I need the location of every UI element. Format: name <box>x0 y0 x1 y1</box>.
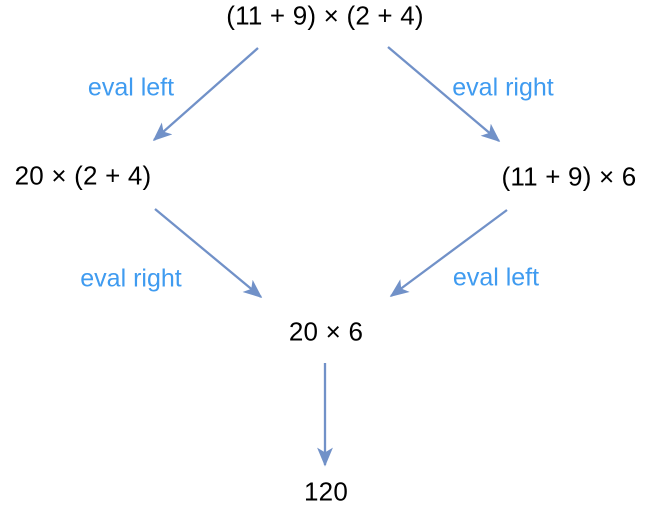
edge-label-eval-right-mid: eval right <box>80 264 182 293</box>
node-middle-expression: 20 × 6 <box>288 316 364 347</box>
arrow-right-to-middle <box>389 209 508 297</box>
edge-label-eval-left-mid: eval left <box>452 263 540 292</box>
arrow-left-to-middle <box>154 208 263 299</box>
edge-label-eval-right-top: eval right <box>452 73 554 102</box>
arrow-top-to-right <box>387 46 501 143</box>
node-result: 120 <box>304 476 348 507</box>
arrow-top-to-left <box>152 47 259 142</box>
node-top-expression: (11 + 9) × (2 + 4) <box>226 0 424 31</box>
edge-label-eval-left-top: eval left <box>87 73 175 102</box>
node-right-expression: (11 + 9) × 6 <box>501 161 637 192</box>
node-left-expression: 20 × (2 + 4) <box>14 160 152 191</box>
